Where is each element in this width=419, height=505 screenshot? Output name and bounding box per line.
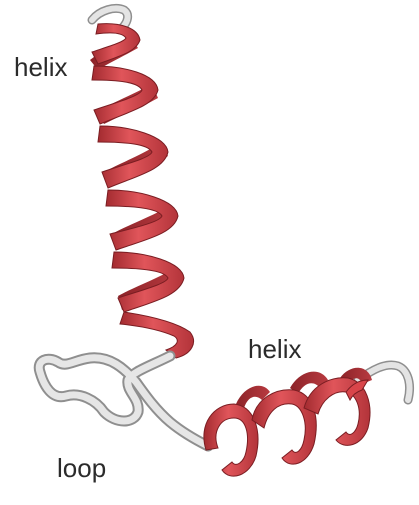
loop-coil	[39, 356, 208, 446]
helix-label-right: helix	[248, 336, 301, 362]
horizontal-helix	[204, 368, 372, 476]
loop-label: loop	[57, 455, 106, 481]
helix-label-top: helix	[14, 54, 67, 80]
vertical-helix	[90, 24, 194, 358]
